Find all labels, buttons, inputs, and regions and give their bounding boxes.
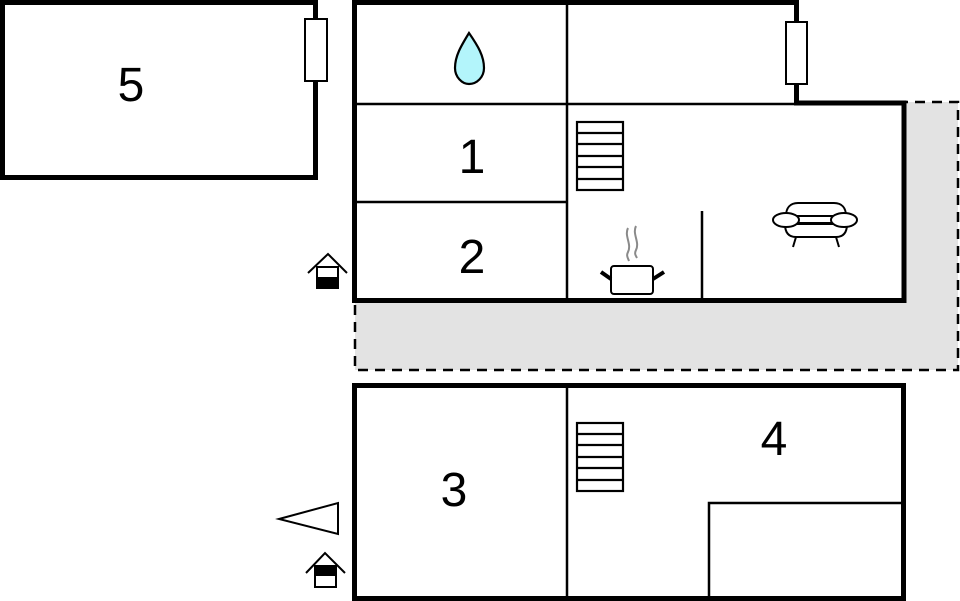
room-label-3: 3 [440, 464, 468, 517]
room-label-4: 4 [760, 413, 788, 466]
entrance-icon[interactable] [307, 252, 348, 289]
building-5-walls [0, 0, 318, 180]
cooking-pot-icon [599, 225, 666, 295]
room-label-5: 5 [117, 59, 145, 112]
stairs-icon [575, 421, 625, 493]
sofa-icon [772, 202, 858, 248]
entrance-icon[interactable] [305, 551, 346, 588]
room-label-1: 1 [458, 131, 486, 184]
room-label-2: 2 [458, 231, 486, 284]
water-drop-icon [453, 30, 486, 86]
stairs-icon [575, 120, 625, 192]
lower-building-walls [352, 383, 906, 601]
view-direction-icon [275, 501, 339, 536]
window-icon [304, 18, 328, 82]
main-building-walls [352, 0, 907, 303]
window-icon [785, 21, 808, 85]
